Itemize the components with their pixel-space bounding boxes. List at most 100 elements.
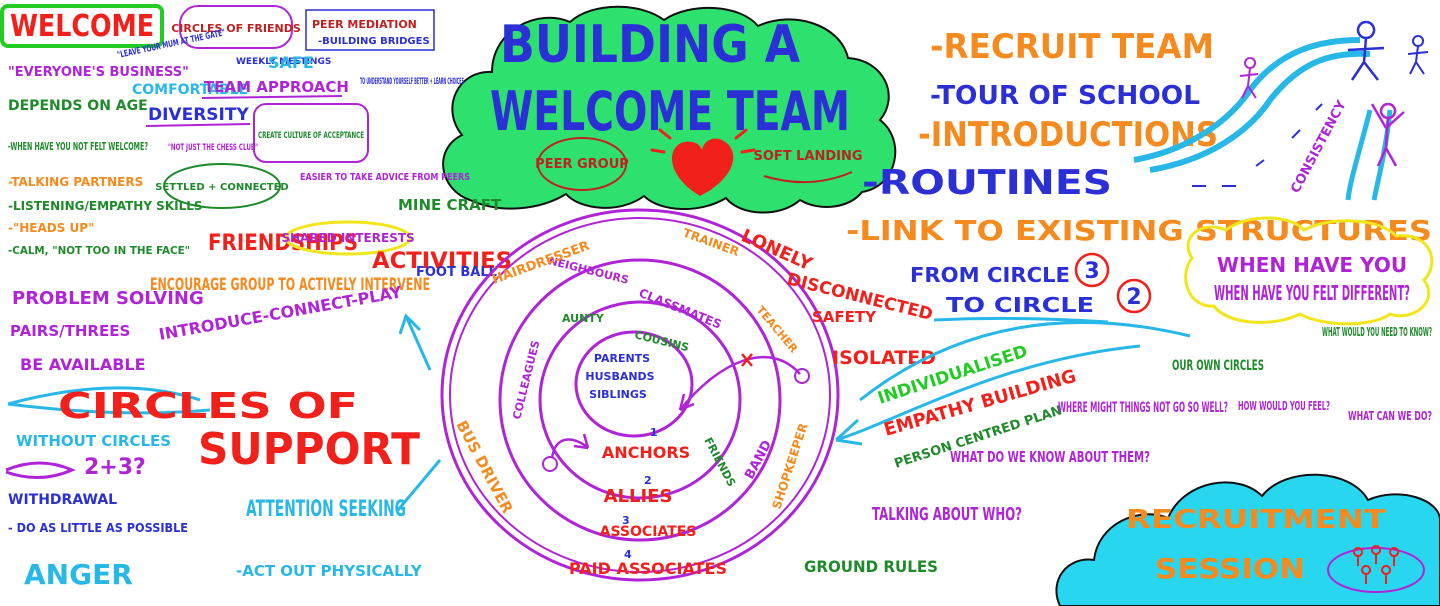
create-culture-box [253,103,369,163]
what-do-we-know: WHAT DO WE KNOW ABOUT THEM? [950,448,1150,466]
to-circle: TO CIRCLE [946,293,1094,317]
safety-label: SAFETY [812,308,877,326]
support-heading: SUPPORT [198,424,420,475]
ring3-number: 3 [622,514,630,527]
session-label: SESSION [1155,552,1305,585]
cousins-label: COUSINS [633,328,690,354]
dashed-path [1192,103,1323,187]
calm-not-in-face: -CALM, "NOT TOO IN THE FACE" [8,244,190,257]
soft-landing-label: SOFT LANDING [753,149,862,164]
recruit-team: -RECRUIT TEAM [930,27,1214,67]
where-might: WHERE MIGHT THINGS NOT GO SO WELL? [1058,400,1228,416]
ring-2 [538,300,742,500]
circle-3-number: 3 [1084,259,1099,284]
pairs-threes: PAIRS/THREES [10,322,130,340]
from-circle: FROM CIRCLE [910,263,1070,287]
heart-rays [650,128,756,154]
arrow-circle3-to-circle2 [678,356,801,412]
settled-connected: SETTLED + CONNECTED [155,182,288,193]
title-line-2: WELCOME TEAM [490,80,850,143]
person-top-icon [1347,20,1385,81]
shared-interests-outline [284,220,412,256]
everyones-business: "EVERYONE'S BUSINESS" [8,65,189,80]
soft-landing-underline [763,171,853,184]
ring1-number: 1 [650,426,658,439]
peer-group-outline [537,137,627,191]
circles-of-friends: CIRCLES OF FRIENDS [171,22,301,35]
felt-different-line1: WHEN HAVE YOU [1217,253,1407,277]
tour-of-school: -TOUR OF SCHOOL [930,81,1200,111]
team-approach: TEAM APPROACH [204,78,349,96]
heads-up: -"HEADS UP" [8,221,94,235]
center-husbands: HUSBANDS [585,370,654,383]
ring4-number: 4 [624,548,632,561]
recruitment-label: RECRUITMENT [1126,505,1386,535]
activities-label: ACTIVITIES [372,249,512,274]
cross-mark [741,353,753,367]
weekly-meetings: WEEKLY MEETINGS [236,57,331,67]
person-walking-icon [1239,57,1259,99]
listening-empathy: -LISTENING/EMPATHY SKILLS [8,199,203,213]
title-cloud [442,5,897,214]
circle-2-marker [1116,278,1152,314]
without-circles: WITHOUT CIRCLES [16,432,171,450]
do-as-little: - DO AS LITTLE AS POSSIBLE [8,521,188,535]
shared-interests: SHARED INTERESTS [281,231,414,245]
arrow-start-loop-right [794,368,810,384]
team-approach-underline [201,95,343,99]
friendships-label: FRIENDSHIPS [208,231,358,256]
how-would-you-feel: HOW WOULD YOU FEEL? [1238,399,1330,413]
bus-driver-label: BUS DRIVER [452,417,516,516]
welcome-box [0,4,164,48]
encourage-intervene: ENCOURAGE GROUP TO ACTIVELY INTERVENE [150,275,430,295]
felt-different: WHEN HAVE YOU FELT DIFFERENT? [1214,281,1410,305]
arrow-left-loop [550,433,590,459]
talking-about-who: TALKING ABOUT WHO? [872,504,1022,525]
attention-seeking: ATTENTION SEEKING [246,497,406,522]
building-bridges: -BUILDING BRIDGES [318,36,430,47]
group-people-icon [1353,545,1400,584]
talking-partners: -TALKING PARTNERS [8,175,143,189]
circle-3-marker [1074,252,1110,288]
comfortable-label: COMFORTABLE [132,82,248,98]
ring4-paid-associates: PAID ASSOCIATES [569,559,727,578]
diversity-underline [145,123,251,127]
link-existing-structures: -LINK TO EXISTING STRUCTURES [846,214,1432,247]
ring-1 [574,330,694,438]
group-circle-outline [1327,547,1425,593]
center-siblings: SIBLINGS [589,388,647,401]
what-can-we-do: WHAT CAN WE DO? [1348,409,1432,423]
two-three-squiggle [5,461,76,480]
be-available: BE AVAILABLE [20,355,146,374]
depends-on-age: DEPENDS ON AGE [8,98,148,114]
line-attention-to-circles [396,459,442,511]
peer-mediation-box [305,9,435,51]
arrow-to-circles-left [398,313,432,371]
support-swirl [7,386,211,415]
circles-of-friends-box [179,5,293,49]
recruitment-cloud [1055,473,1440,606]
diversity-label: DIVERSITY [148,105,249,125]
individualised-wave [859,320,1191,402]
peer-group-label: PEER GROUP [535,157,629,172]
problem-solving: PROBLEM SOLVING [12,288,204,309]
football-label: FOOT BALL [416,265,497,280]
classmates-label: CLASSMATES [637,286,724,332]
ring2-allies: ALLIES [604,486,673,507]
colleagues-label: COLLEAGUES [510,339,542,421]
center-parents: PARENTS [594,352,650,365]
act-out-physically: -ACT OUT PHYSICALLY [236,562,423,580]
easier-to-take-advice: EASIER TO TAKE ADVICE FROM PEERS [300,172,470,183]
ring-4-outer [440,208,840,582]
need-to-know: WHAT WOULD YOU NEED TO KNOW? [1322,325,1432,339]
withdrawal-label: WITHDRAWAL [8,492,117,508]
heart-icon [672,138,734,196]
felt-different-cloud [1184,216,1434,326]
to-circle-underline [933,316,1109,324]
ring2-number: 2 [644,474,652,487]
aunty-label: AUNTY [562,312,605,325]
peer-mediation: PEER MEDIATION [312,18,417,31]
create-culture: CREATE CULTURE OF ACCEPTANCE [258,131,364,141]
mine-craft: MINE CRAFT [398,196,502,214]
